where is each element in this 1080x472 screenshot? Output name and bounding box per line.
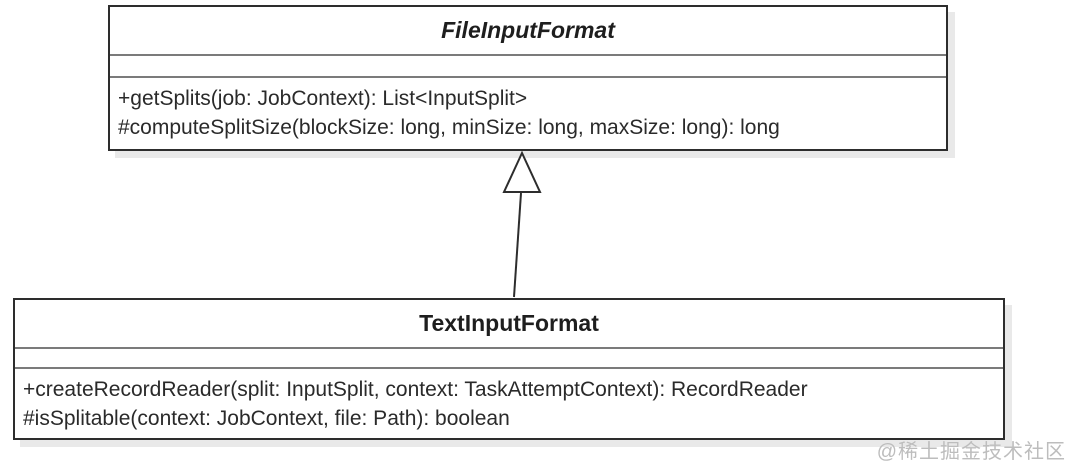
method-getsplits: +getSplits(job: JobContext): List<InputS… [118, 87, 528, 110]
class-title-textinputformat: TextInputFormat [419, 310, 599, 336]
attributes-compartment-fileinputformat [110, 54, 946, 78]
watermark-text: @稀土掘金技术社区 [876, 441, 1066, 463]
method-issplitable: #isSplitable(context: JobContext, file: … [23, 407, 510, 430]
hollow-triangle-arrowhead-icon [502, 150, 542, 193]
class-title-fileinputformat: FileInputFormat [441, 17, 615, 43]
methods-compartment-fileinputformat: +getSplits(job: JobContext): List<InputS… [110, 78, 946, 149]
attributes-compartment-textinputformat [15, 347, 1003, 369]
method-createrecordreader: +createRecordReader(split: InputSplit, c… [23, 378, 808, 401]
class-box-fileinputformat: FileInputFormat +getSplits(job: JobConte… [108, 5, 948, 151]
class-box-textinputformat: TextInputFormat +createRecordReader(spli… [13, 298, 1005, 440]
methods-compartment-textinputformat: +createRecordReader(split: InputSplit, c… [15, 369, 1003, 438]
generalization-line [513, 192, 522, 298]
method-computesplitsize: #computeSplitSize(blockSize: long, minSi… [118, 116, 780, 139]
